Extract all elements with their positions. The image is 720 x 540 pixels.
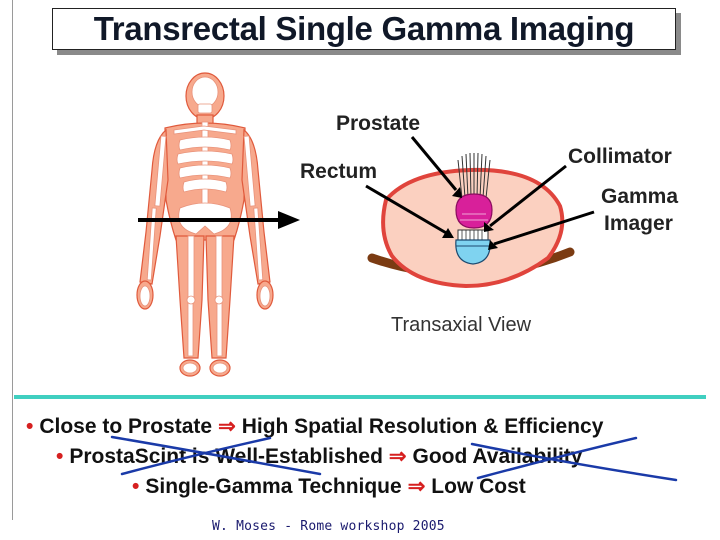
label-imager-line2: Imager	[604, 212, 673, 235]
implies-arrow-icon: ⇒	[407, 475, 426, 498]
label-gamma-line1: Gamma	[601, 185, 678, 208]
label-transaxial-view: Transaxial View	[391, 314, 532, 336]
slide-title: Transrectal Single Gamma Imaging	[93, 10, 635, 47]
bullet-left: Single-Gamma Technique	[145, 475, 402, 498]
label-collimator: Collimator	[568, 145, 672, 168]
footer-credit: W. Moses - Rome workshop 2005	[212, 519, 445, 534]
bullet-left: ProstaScint is Well-Established	[69, 445, 383, 468]
left-margin-rule	[12, 0, 13, 520]
bullet-right: Good Availability	[412, 445, 583, 468]
bullet-item: •Close to Prostate⇒High Spatial Resoluti…	[26, 414, 603, 439]
label-pointers	[365, 136, 595, 250]
collimator-block	[457, 229, 489, 241]
bullet-item: •Single-Gamma Technique⇒Low Cost	[132, 474, 526, 499]
cross-section-diagram	[367, 152, 575, 289]
implies-arrow-icon: ⇒	[218, 415, 236, 438]
bullet-marker: •	[26, 415, 34, 438]
bullet-item: •ProstaScint is Well-Established⇒Good Av…	[56, 444, 582, 469]
label-prostate: Prostate	[336, 112, 420, 135]
label-rectum: Rectum	[300, 160, 377, 183]
implies-arrow-icon: ⇒	[388, 445, 407, 468]
bullet-right: High Spatial Resolution & Efficiency	[241, 415, 604, 438]
section-divider	[14, 395, 706, 399]
prostate-shape	[455, 193, 493, 229]
bullet-right: Low Cost	[431, 475, 526, 498]
bullet-marker: •	[132, 475, 140, 498]
bullet-left: Close to Prostate	[39, 415, 213, 438]
title-box: Transrectal Single Gamma Imaging	[52, 8, 676, 50]
human-body-figure	[136, 72, 274, 377]
collimator-lines	[457, 152, 491, 199]
transaxial-section-arrow	[138, 211, 300, 229]
bullet-marker: •	[56, 445, 64, 468]
